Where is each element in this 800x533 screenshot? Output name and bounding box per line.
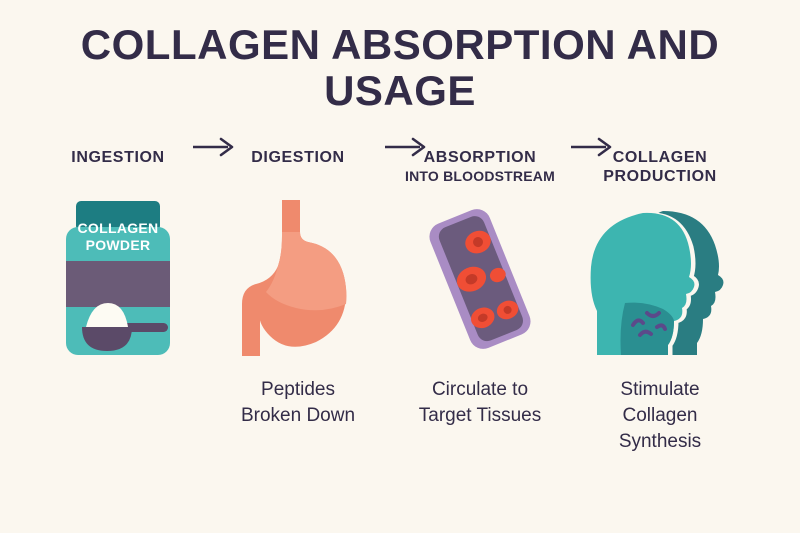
step-production-heading-main: COLLAGEN: [612, 149, 708, 166]
step-ingestion-heading: INGESTION: [71, 148, 164, 192]
head-profiles-svg: [590, 210, 724, 355]
step-digestion: DIGESTION Peptides Broken Down: [208, 148, 388, 429]
step-digestion-heading-main: DIGESTION: [251, 149, 345, 166]
step-absorption: ABSORPTION INTO BLOODSTREAM: [390, 148, 570, 429]
arrow-3-svg: [571, 137, 612, 157]
stomach-icon: [208, 196, 388, 361]
page-title-line-2: USAGE: [324, 67, 476, 114]
step-absorption-heading-sub: INTO BLOODSTREAM: [405, 168, 555, 184]
arrow-right-icon: [382, 133, 432, 161]
caption-line: Peptides: [261, 379, 335, 400]
step-absorption-heading: ABSORPTION INTO BLOODSTREAM: [405, 148, 555, 192]
process-flow: INGESTION: [0, 148, 800, 488]
arrow-right-icon: [568, 133, 618, 161]
step-absorption-heading-main: ABSORPTION: [423, 149, 537, 166]
page-title: COLLAGEN ABSORPTION AND USAGE: [0, 22, 800, 114]
caption-line: Synthesis: [618, 431, 702, 452]
caption-line: Collagen: [622, 405, 698, 426]
page-title-line-1: COLLAGEN ABSORPTION AND: [80, 21, 720, 68]
arrow-2-svg: [385, 137, 426, 157]
jar-svg: [66, 200, 170, 355]
stomach-svg: [242, 200, 347, 356]
step-collagen-production: COLLAGEN PRODUCTION: [570, 148, 750, 455]
caption-line: Broken Down: [240, 405, 356, 426]
step-production-heading-sub: PRODUCTION: [603, 168, 717, 185]
caption-line: Circulate to: [431, 379, 529, 400]
step-ingestion-heading-main: INGESTION: [71, 149, 165, 166]
step-production-heading: COLLAGEN PRODUCTION: [603, 148, 717, 192]
step-digestion-caption: Peptides Broken Down: [241, 377, 355, 429]
collagen-powder-jar-icon: [28, 196, 208, 361]
arrow-right-icon: [190, 133, 240, 161]
blood-vessel-icon: [390, 196, 570, 361]
caption-line: Target Tissues: [418, 405, 542, 426]
blood-vessel-svg: [429, 208, 531, 349]
step-digestion-heading: DIGESTION: [251, 148, 344, 192]
step-ingestion: INGESTION: [28, 148, 208, 361]
caption-line: Stimulate: [620, 379, 700, 400]
head-profiles-icon: [570, 196, 750, 361]
arrow-1-svg: [193, 137, 234, 157]
blood-cells: [456, 230, 519, 328]
step-production-caption: Stimulate Collagen Synthesis: [619, 377, 701, 455]
step-absorption-caption: Circulate to Target Tissues: [419, 377, 542, 429]
collagen-fiber-squiggles: [631, 310, 667, 337]
